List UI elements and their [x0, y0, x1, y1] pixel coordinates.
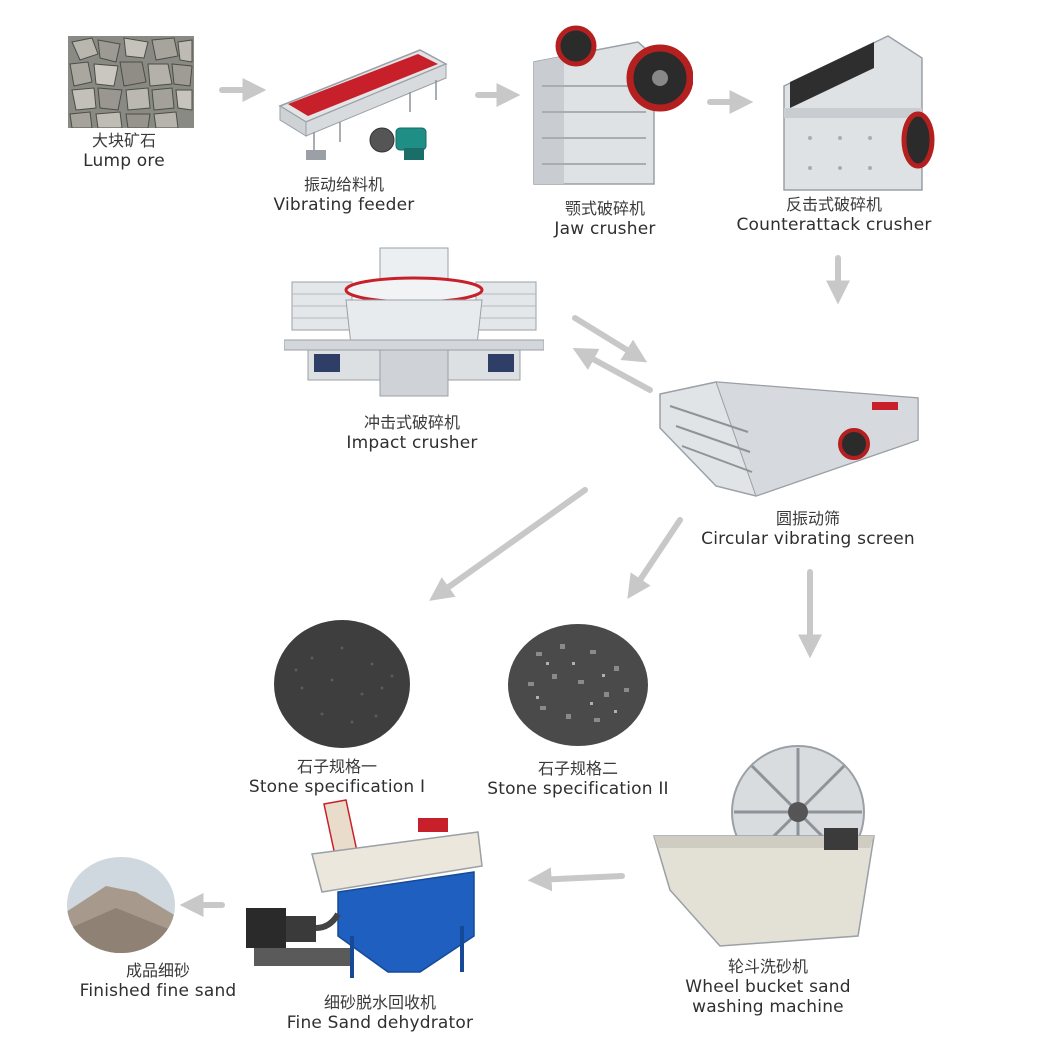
label-stone-spec-2-en: Stone specification II	[487, 778, 669, 799]
finished-fine-sand-image	[67, 857, 175, 953]
label-wheel-bucket-washer-cn: 轮斗洗砂机	[727, 957, 808, 976]
label-impact-crusher: 冲击式破碎机 Impact crusher	[330, 413, 494, 453]
arrow-impact-to-screen	[572, 315, 648, 363]
label-circular-vibrating-screen-cn: 圆振动筛	[775, 509, 840, 528]
label-impact-crusher-cn: 冲击式破碎机	[363, 413, 460, 432]
label-lump-ore-en: Lump ore	[83, 150, 165, 171]
label-finished-fine-sand: 成品细砂 Finished fine sand	[66, 961, 250, 1001]
label-circular-vibrating-screen-en: Circular vibrating screen	[701, 528, 915, 549]
stone-spec-2-image	[508, 624, 648, 746]
label-vibrating-feeder-cn: 振动给料机	[303, 175, 384, 194]
label-stone-spec-2: 石子规格二 Stone specification II	[472, 759, 684, 799]
label-vibrating-feeder-en: Vibrating feeder	[273, 194, 415, 215]
label-wheel-bucket-washer: 轮斗洗砂机 Wheel bucket sand washing machine	[668, 957, 868, 1017]
label-counterattack-crusher: 反击式破碎机 Counterattack crusher	[718, 195, 950, 235]
arrow-screen-to-stone1	[429, 487, 588, 601]
wheel-bucket-washer-image	[652, 745, 875, 947]
label-fine-sand-dehydrator: 细砂脱水回收机 Fine Sand dehydrator	[270, 993, 490, 1033]
label-jaw-crusher: 颚式破碎机 Jaw crusher	[520, 199, 690, 239]
label-wheel-bucket-washer-en: Wheel bucket sand	[685, 976, 851, 997]
label-jaw-crusher-en: Jaw crusher	[554, 218, 656, 239]
label-lump-ore-cn: 大块矿石	[91, 131, 156, 150]
label-wheel-bucket-washer-en2: washing machine	[692, 996, 844, 1017]
fine-sand-dehydrator-image	[246, 799, 483, 978]
label-counterattack-crusher-cn: 反击式破碎机	[785, 195, 882, 214]
label-fine-sand-dehydrator-en: Fine Sand dehydrator	[286, 1012, 474, 1033]
label-lump-ore: 大块矿石 Lump ore	[68, 131, 180, 171]
arrow-wheel-to-dehydrator	[527, 867, 625, 892]
arrow-screen-to-stone2	[627, 517, 683, 599]
label-stone-spec-1: 石子规格一 Stone specification I	[234, 757, 440, 797]
label-circular-vibrating-screen: 圆振动筛 Circular vibrating screen	[688, 509, 928, 549]
label-jaw-crusher-cn: 颚式破碎机	[564, 199, 645, 218]
label-counterattack-crusher-en: Counterattack crusher	[736, 214, 932, 235]
impact-crusher-image	[284, 247, 544, 397]
counterattack-crusher-image	[783, 35, 935, 191]
label-finished-fine-sand-en: Finished fine sand	[79, 980, 237, 1001]
arrow-screen-to-impact	[572, 347, 653, 393]
stone-spec-1-image	[274, 620, 410, 748]
label-fine-sand-dehydrator-cn: 细砂脱水回收机	[323, 993, 436, 1012]
label-impact-crusher-en: Impact crusher	[346, 432, 478, 453]
label-stone-spec-2-cn: 石子规格二	[537, 759, 618, 778]
label-stone-spec-1-en: Stone specification I	[248, 776, 426, 797]
circular-vibrating-screen-image	[659, 381, 919, 497]
label-stone-spec-1-cn: 石子规格一	[296, 757, 377, 776]
lump-ore-image	[68, 36, 194, 128]
jaw-crusher-image	[533, 25, 693, 185]
vibrating-feeder-image	[278, 49, 448, 160]
label-vibrating-feeder: 振动给料机 Vibrating feeder	[258, 175, 430, 215]
label-finished-fine-sand-cn: 成品细砂	[125, 961, 190, 980]
